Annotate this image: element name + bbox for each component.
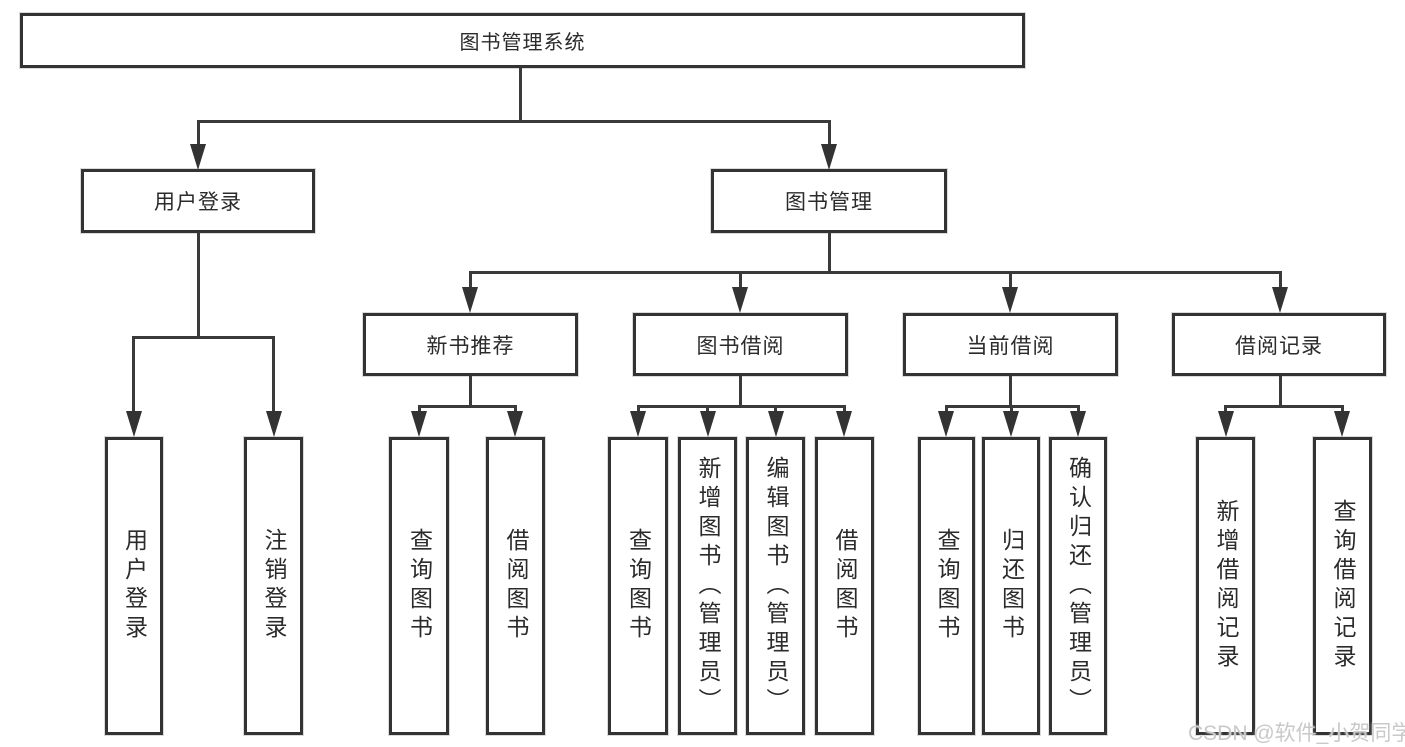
connector-line — [133, 336, 274, 339]
connector-line — [470, 271, 1281, 274]
connector-line — [1224, 405, 1344, 408]
connector-line — [637, 405, 846, 408]
connector-line — [706, 405, 709, 414]
leaf-logout: 注销登录 — [244, 437, 303, 735]
connector-line — [197, 232, 200, 339]
node-label: 确认归还（管理员） — [1065, 455, 1092, 717]
connector-line — [1077, 405, 1080, 414]
connector-line — [1279, 271, 1282, 290]
arrowhead-down — [732, 287, 748, 313]
connector-line — [828, 232, 831, 274]
node-label: 查询图书 — [625, 528, 652, 644]
connector-line — [1279, 376, 1282, 407]
node-user-login: 用户登录 — [81, 169, 315, 233]
leaf-borrow-books: 借阅图书 — [486, 437, 545, 735]
arrowhead-down — [1002, 287, 1018, 313]
connector-line — [637, 405, 640, 414]
leaf-edit-books-admin: 编辑图书（管理员） — [746, 437, 805, 735]
watermark: CSDN @软件_小贺同学 — [1188, 722, 1405, 745]
node-borrowing-records: 借阅记录 — [1172, 313, 1386, 376]
node-book-management: 图书管理 — [711, 169, 947, 233]
node-label: 用户登录 — [154, 191, 242, 214]
node-label: 借阅图书 — [832, 528, 858, 644]
arrowhead-down — [462, 287, 478, 313]
arrowhead-down — [700, 411, 716, 437]
node-label: 查询借阅记录 — [1330, 499, 1356, 673]
connector-line — [945, 405, 948, 414]
node-library-management-system: 图书管理系统 — [20, 13, 1025, 68]
arrowhead-down — [266, 411, 282, 437]
connector-line — [197, 120, 200, 146]
node-label: 新书推荐 — [426, 334, 515, 358]
node-label: 图书管理系统 — [459, 32, 586, 54]
leaf-query-books: 查询图书 — [918, 437, 975, 735]
connector-line — [1009, 271, 1012, 290]
connector-line — [272, 336, 275, 414]
arrowhead-down — [1334, 411, 1350, 437]
connector-line — [198, 120, 830, 123]
node-label: 当前借阅 — [966, 334, 1055, 358]
leaf-return-books: 归还图书 — [982, 437, 1040, 735]
connector-line — [774, 405, 777, 414]
arrowhead-down — [768, 411, 784, 437]
node-label: 查询图书 — [934, 528, 960, 644]
arrowhead-down — [126, 411, 142, 437]
node-label: 编辑图书（管理员） — [763, 455, 789, 717]
node-label: 注销登录 — [261, 528, 287, 644]
connector-line — [1224, 405, 1227, 414]
connector-line — [514, 405, 517, 414]
arrowhead-down — [507, 411, 523, 437]
arrowhead-down — [821, 144, 837, 170]
leaf-add-books-admin: 新增图书（管理员） — [678, 437, 737, 735]
leaf-query-books: 查询图书 — [608, 437, 668, 735]
leaf-borrow-books: 借阅图书 — [815, 437, 874, 735]
node-new-book-recommendation: 新书推荐 — [363, 313, 578, 376]
connector-line — [418, 405, 517, 408]
leaf-user-login: 用户登录 — [105, 437, 163, 735]
arrowhead-down — [630, 411, 646, 437]
connector-line — [132, 336, 135, 414]
arrowhead-down — [1272, 287, 1288, 313]
connector-line — [843, 405, 846, 414]
node-label: 新增图书（管理员） — [695, 455, 721, 717]
leaf-query-books: 查询图书 — [389, 437, 449, 735]
node-book-borrowing: 图书借阅 — [633, 313, 848, 376]
connector-line — [469, 271, 472, 290]
node-label: 用户登录 — [121, 528, 148, 644]
arrowhead-down — [190, 144, 206, 170]
connector-line — [469, 376, 472, 407]
arrowhead-down — [1218, 411, 1234, 437]
connector-line — [739, 376, 742, 407]
node-label: 图书借阅 — [696, 334, 785, 358]
leaf-confirm-return-admin: 确认归还（管理员） — [1049, 437, 1107, 735]
connector-line — [739, 271, 742, 290]
connector-line — [1010, 405, 1013, 414]
node-label: 归还图书 — [998, 528, 1025, 644]
arrowhead-down — [411, 411, 427, 437]
arrowhead-down — [836, 411, 852, 437]
connector-line — [519, 68, 522, 122]
node-current-borrowing: 当前借阅 — [903, 313, 1118, 376]
connector-line — [828, 120, 831, 146]
node-label: 查询图书 — [406, 528, 433, 644]
node-label: 借阅记录 — [1235, 334, 1323, 358]
connector-line — [1009, 376, 1012, 407]
connector-line — [1341, 405, 1344, 414]
arrowhead-down — [938, 411, 954, 437]
connector-line — [418, 405, 421, 414]
node-label: 新增借阅记录 — [1213, 499, 1239, 673]
leaf-add-borrow-record: 新增借阅记录 — [1196, 437, 1255, 735]
arrowhead-down — [1003, 411, 1019, 437]
node-label: 借阅图书 — [503, 528, 529, 644]
leaf-query-borrow-record: 查询借阅记录 — [1313, 437, 1372, 735]
node-label: 图书管理 — [785, 191, 873, 214]
arrowhead-down — [1070, 411, 1086, 437]
